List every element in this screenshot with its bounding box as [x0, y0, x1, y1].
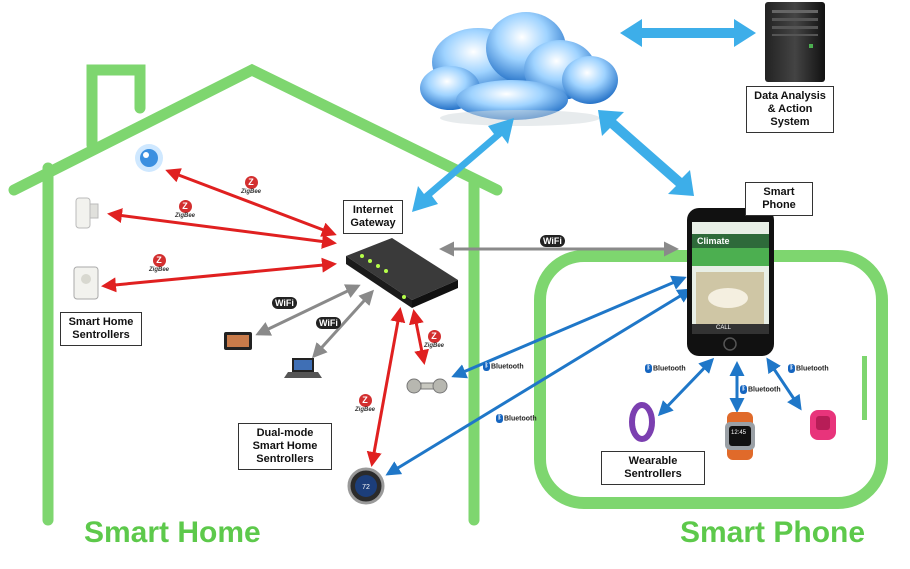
smart-phone-title: Smart Phone [680, 516, 866, 549]
server-icon [765, 2, 825, 82]
motion-sensor-icon [75, 197, 99, 229]
internet-gateway-label: Internet Gateway [343, 200, 403, 234]
watch-clock: 12:45 [731, 430, 747, 436]
wifi-links [255, 241, 679, 359]
door-lock-icon [406, 378, 448, 394]
zigbee-link-sensor3 [101, 257, 337, 293]
fitness-band-icon [629, 402, 655, 442]
gateway-router-icon [346, 238, 458, 308]
wearable-sentrollers-label: Wearable Sentrollers [601, 451, 705, 485]
data-analysis-label: Data Analysis & Action System [746, 86, 834, 133]
clip-tracker-icon [810, 410, 836, 440]
smartphone-icon [687, 208, 774, 356]
bt-link-band [657, 357, 715, 417]
cloud-icon [420, 12, 618, 126]
smart-phone-box-label: Smart Phone [745, 182, 813, 216]
smartwatch-icon [725, 412, 755, 460]
phone-outline-button [862, 356, 867, 420]
dual-mode-label: Dual-mode Smart Home Sentrollers [238, 423, 332, 470]
phone-app-title: Climate [697, 236, 730, 246]
bt-link-clip [766, 357, 802, 411]
laptop-icon [284, 358, 322, 378]
cloud-phone-arrow [598, 110, 694, 196]
cloud-gateway-arrow [412, 118, 514, 212]
wifi-badge-laptop: WiFi [316, 317, 341, 329]
phone-call-label: CALL [716, 325, 732, 331]
water-sensor-icon [135, 144, 163, 172]
bluetooth-links [385, 275, 802, 476]
thermostat-icon: 72 [347, 467, 385, 505]
cloud-server-arrow [620, 19, 756, 47]
thermostat-temp: 72 [362, 484, 370, 491]
wifi-link-tablet [255, 284, 361, 336]
smart-home-sentrollers-label: Smart Home Sentrollers [60, 312, 142, 346]
wifi-link-laptop [311, 289, 375, 359]
tablet-icon [224, 332, 252, 350]
bt-link-thermostat [385, 288, 693, 476]
wifi-badge-tablet: WiFi [272, 297, 297, 309]
zigbee-link-thermostat [366, 307, 406, 467]
pir-sensor-icon [73, 266, 99, 300]
smart-home-title: Smart Home [84, 516, 261, 549]
wifi-badge-phone: WiFi [540, 235, 565, 247]
zigbee-link-sensor2 [107, 208, 337, 249]
